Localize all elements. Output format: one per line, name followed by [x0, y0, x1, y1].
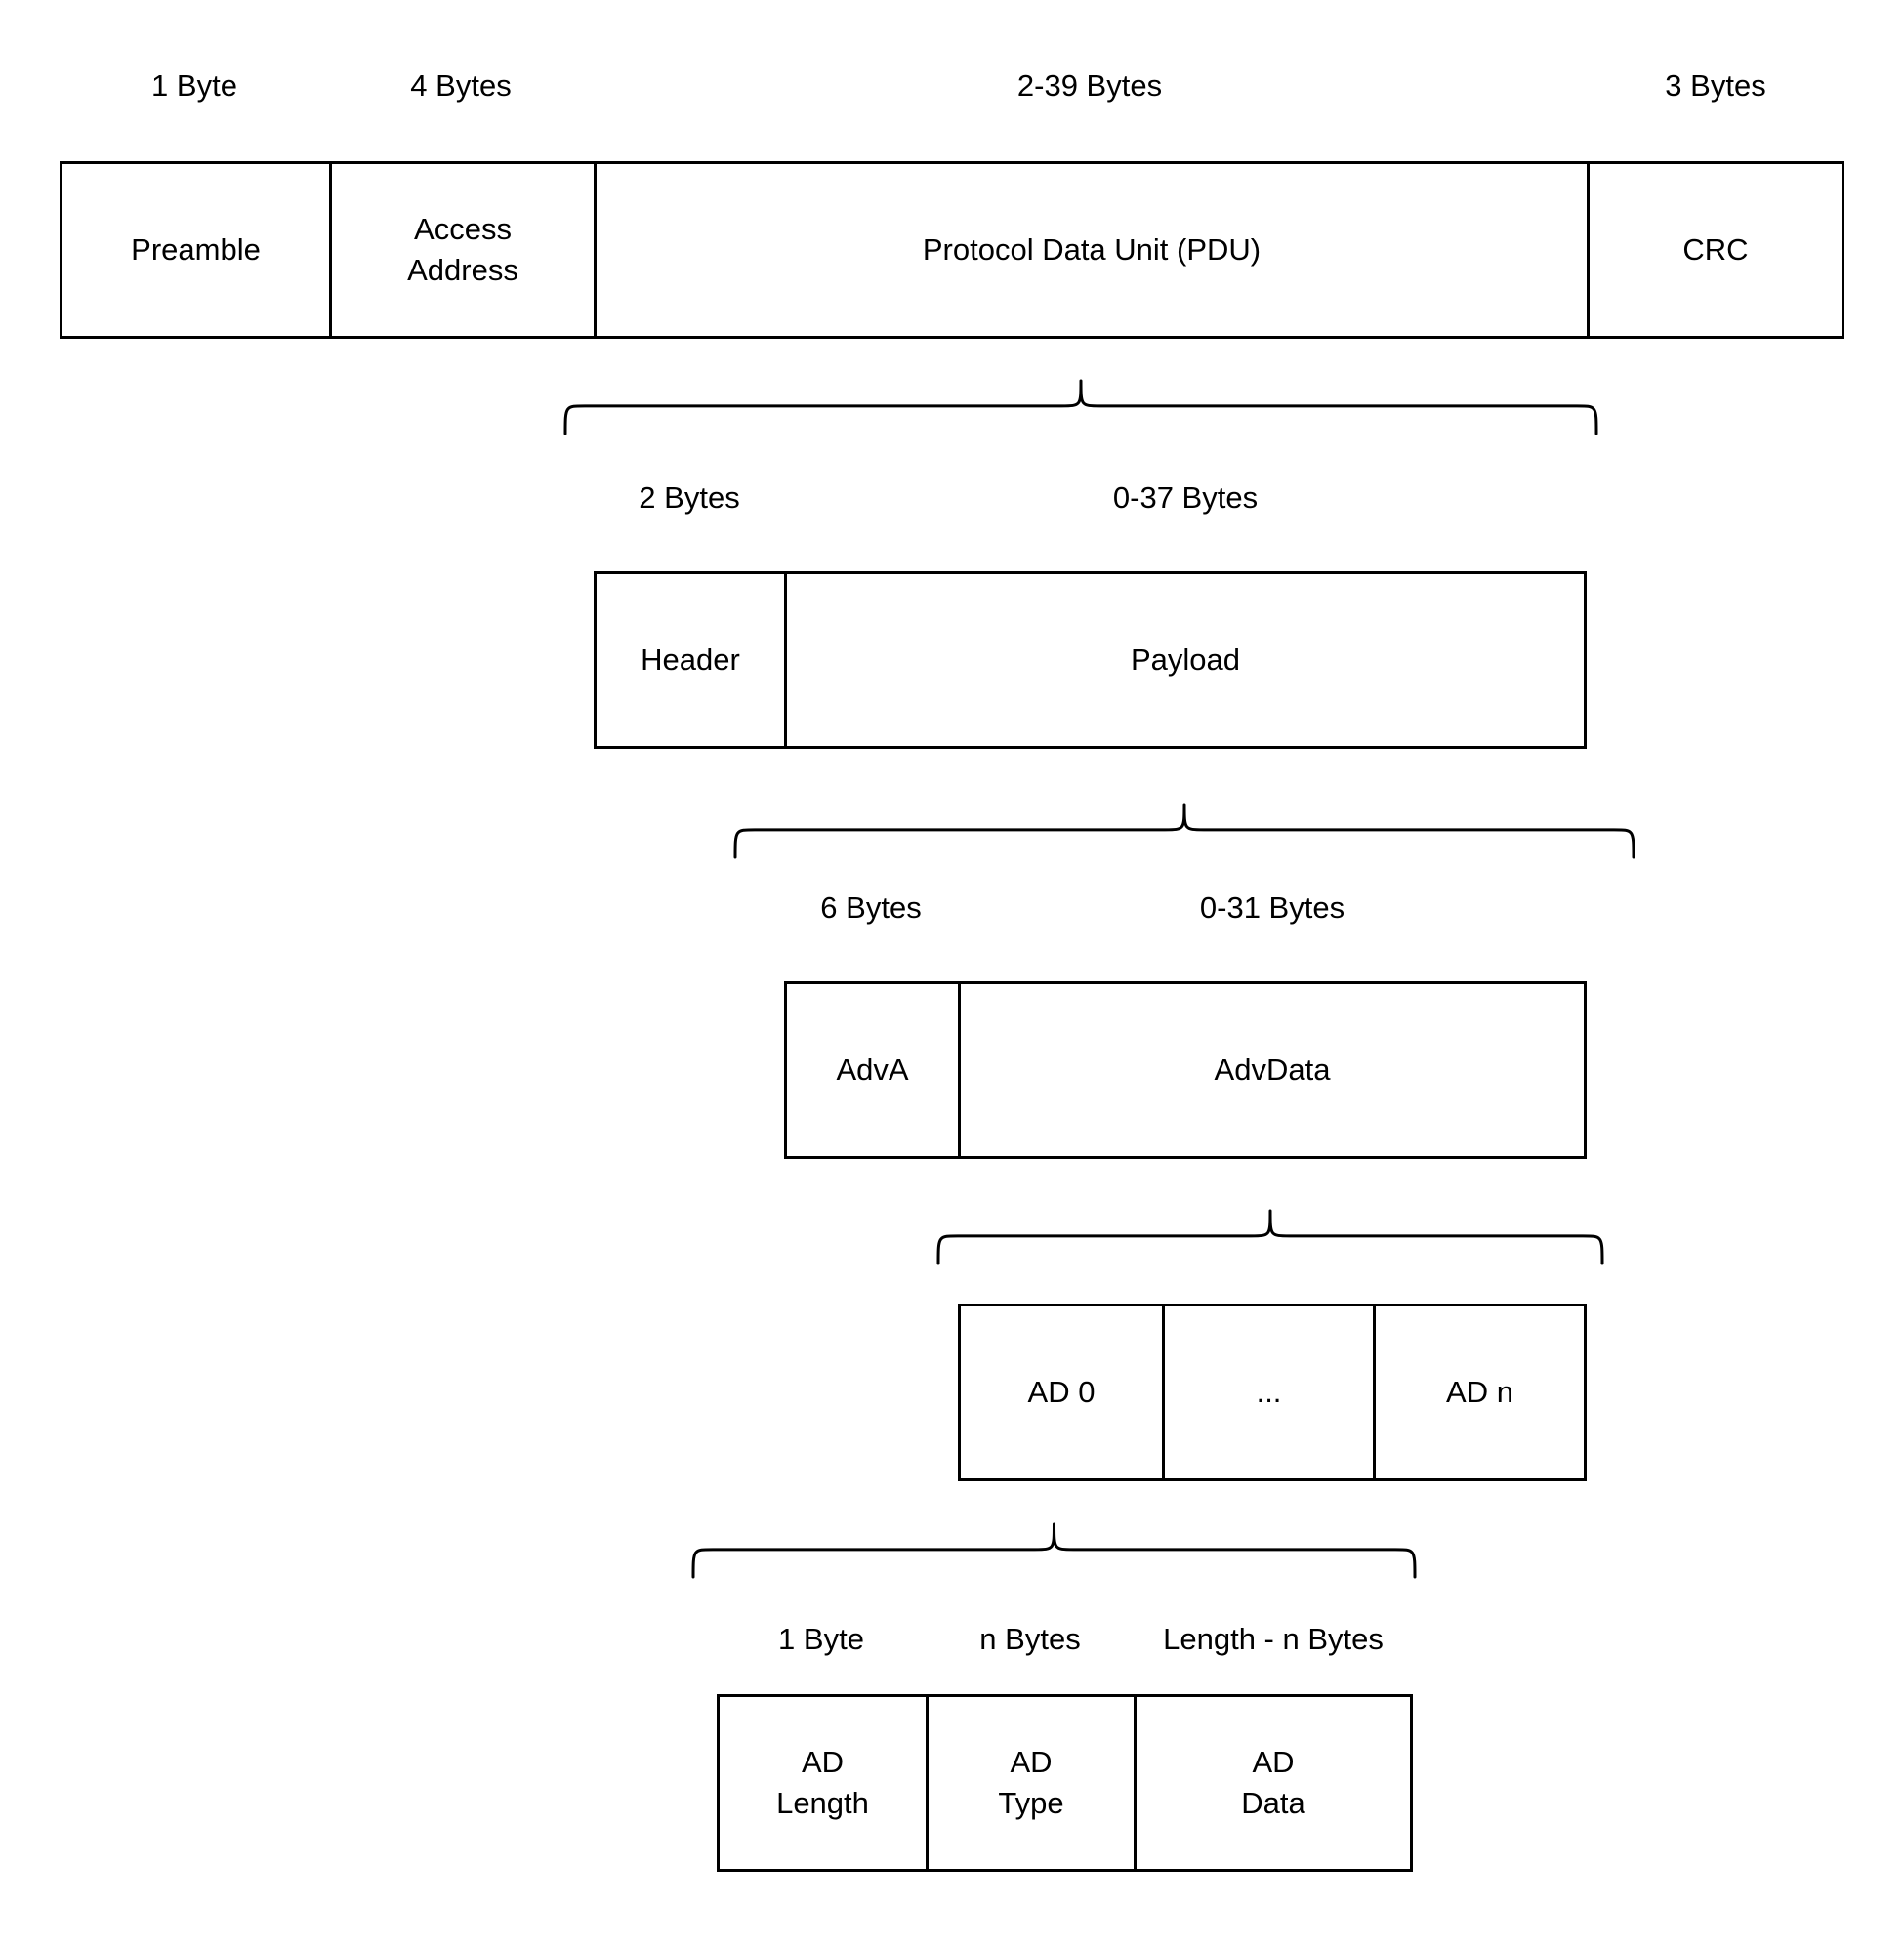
adn-cell: AD n	[1446, 1375, 1513, 1409]
advdata-expansion-brace	[936, 1209, 1604, 1265]
size-label-access-address: 4 Bytes	[410, 68, 512, 103]
ad0-expansion-brace	[691, 1522, 1417, 1579]
size-label-ad-length: 1 Byte	[778, 1622, 864, 1656]
ad0-cell: AD 0	[961, 1306, 1165, 1478]
size-label-preamble: 1 Byte	[151, 68, 237, 103]
crc-cell: CRC	[1682, 232, 1749, 267]
payload-cell: Payload	[1130, 642, 1241, 677]
size-label-ad-data: Length - n Bytes	[1163, 1622, 1384, 1656]
pdu-expansion-brace	[563, 379, 1598, 435]
payload-row: AdvA AdvData	[784, 981, 1587, 1159]
size-label-crc: 3 Bytes	[1665, 68, 1766, 103]
size-label-ad-type: n Bytes	[979, 1622, 1081, 1656]
ad-data-cell: AD Data	[1241, 1745, 1305, 1820]
advdata-cell: AdvData	[1214, 1053, 1331, 1087]
ad-structure-row: AD Length AD Type AD Data	[717, 1694, 1413, 1872]
size-label-adva: 6 Bytes	[820, 891, 922, 925]
ad-ellipsis-cell: ...	[1165, 1306, 1376, 1478]
size-label-payload: 0-37 Bytes	[1112, 480, 1259, 515]
ad-length-cell: AD Length	[720, 1697, 929, 1869]
access-address-cell: Access Address	[332, 164, 597, 336]
ad-type-cell: AD Type	[929, 1697, 1137, 1869]
packet-row: Preamble Access Address Protocol Data Un…	[60, 161, 1844, 339]
pdu-row: Header Payload	[594, 571, 1587, 749]
header-cell: Header	[597, 574, 787, 746]
size-label-pdu: 2-39 Bytes	[1016, 68, 1163, 103]
adva-cell: AdvA	[787, 984, 961, 1156]
size-label-header: 2 Bytes	[639, 480, 740, 515]
preamble-cell: Preamble	[62, 164, 332, 336]
pdu-cell: Protocol Data Unit (PDU)	[597, 164, 1590, 336]
size-label-advdata: 0-31 Bytes	[1199, 891, 1345, 925]
payload-expansion-brace	[733, 803, 1635, 859]
advdata-row: AD 0 ... AD n	[958, 1304, 1587, 1481]
